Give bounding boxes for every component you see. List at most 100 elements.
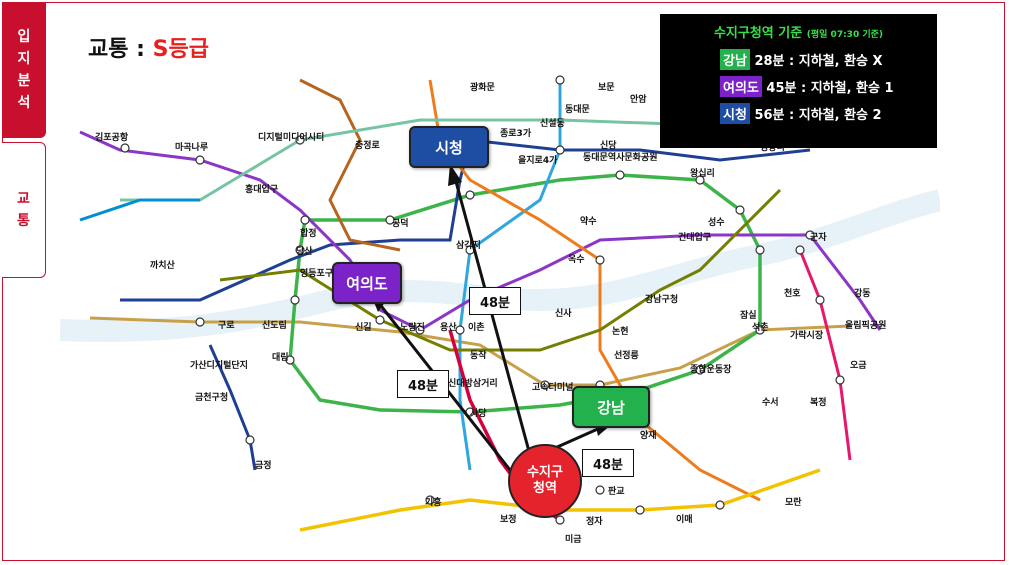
station-label: 보문	[598, 82, 615, 93]
station-label: 가락시장	[790, 329, 824, 341]
station-label: 동대문	[565, 103, 590, 115]
station-label: 잠실	[740, 309, 757, 321]
station-label: 신설동	[540, 117, 565, 129]
time-text: 48분	[407, 378, 439, 394]
station-label: 미금	[565, 533, 582, 544]
station-label: 당산	[296, 245, 313, 257]
dest-tag: 강남	[720, 49, 750, 70]
station-label: 선정릉	[614, 349, 639, 361]
station-label: 영등포구청	[300, 267, 341, 279]
cityhall-marker: 시청	[409, 126, 489, 168]
info-heading-text: 수지구청역 기준	[713, 26, 803, 41]
station-label: 천호	[784, 288, 801, 299]
station-label: 이매	[676, 513, 693, 525]
station-label: 수서	[762, 396, 779, 408]
station-label: 옥수	[568, 254, 585, 265]
station-label: 까치산	[150, 259, 176, 271]
info-text: 45분 : 지하철, 환승 1	[761, 81, 894, 96]
time-text: 48분	[592, 457, 624, 473]
station-label: 오금	[850, 360, 867, 371]
station-label: 신대방삼거리	[448, 377, 498, 389]
yeouido-marker: 여의도	[332, 262, 402, 304]
station-label: 광화문	[470, 81, 495, 93]
station-label: 안암	[630, 93, 647, 105]
time-label-gangnam: 48분	[582, 449, 634, 477]
origin-label-2: 청역	[533, 481, 557, 496]
station-label: 금천구청	[195, 391, 228, 403]
station-label: 고속터미널	[532, 381, 573, 393]
tab-char: 석	[17, 95, 31, 111]
info-row-cityhall: 시청 56분 : 지하철, 환승 2	[720, 103, 925, 124]
tab-char: 입	[17, 29, 31, 45]
info-row-yeouido: 여의도 45분 : 지하철, 환승 1	[720, 76, 925, 97]
time-label-cityhall: 48분	[469, 287, 521, 315]
station-label: 신도림	[262, 319, 287, 331]
grade-badge: S등급	[152, 37, 209, 62]
station-label: 구로	[218, 320, 235, 331]
station-label: 동작	[470, 350, 487, 361]
yeouido-label: 여의도	[346, 274, 388, 293]
station-label: 성수	[708, 216, 725, 228]
station-label: 왕십리	[690, 167, 715, 179]
cityhall-label: 시청	[435, 138, 463, 157]
station-label: 약수	[580, 215, 597, 227]
commute-info-box: 수지구청역 기준 (평일 07:30 기준) 강남 28분 : 지하철, 환승 …	[660, 14, 937, 148]
station-label: 논현	[612, 325, 629, 337]
origin-marker-suji-gu-office: 수지구 청역	[508, 444, 582, 518]
gangnam-label: 강남	[597, 398, 625, 417]
time-label-yeouido: 48분	[397, 370, 449, 398]
gangnam-marker: 강남	[572, 386, 650, 428]
station-label: 종로3가	[500, 127, 532, 139]
station-label: 판교	[608, 485, 625, 497]
station-label: 홍대입구	[245, 183, 278, 195]
tab-char: 분	[17, 73, 31, 89]
page-title: 교통 : S등급	[88, 31, 209, 63]
tab-transportation[interactable]: 교 통	[2, 142, 46, 278]
station-label: 종합운동장	[690, 363, 732, 375]
station-label: 복정	[810, 396, 827, 408]
station-label: 군자	[810, 231, 827, 243]
station-label: 대림	[272, 351, 289, 363]
station-label: 신사	[555, 307, 572, 319]
station-label: 기흥	[425, 496, 442, 508]
station-label: 정자	[586, 515, 603, 527]
station-label: 이촌	[468, 321, 485, 333]
station-label: 신당	[600, 139, 617, 151]
station-label: 강남구청	[645, 293, 678, 305]
station-label: 마곡나루	[175, 141, 208, 153]
station-label: 보정	[500, 513, 517, 525]
station-label: 양재	[640, 429, 657, 441]
info-heading-note: (평일 07:30 기준)	[806, 30, 884, 40]
station-label: 노량진	[400, 321, 425, 333]
station-label: 디지털미디어시티	[258, 131, 324, 143]
dest-tag: 시청	[720, 103, 750, 124]
station-label: 모란	[785, 496, 802, 508]
info-row-gangnam: 강남 28분 : 지하철, 환승 X	[720, 49, 925, 70]
station-label: 금정	[255, 459, 272, 471]
station-label: 가산디지털단지	[190, 359, 248, 371]
time-text: 48분	[479, 295, 511, 311]
info-text: 28분 : 지하철, 환승 X	[749, 54, 883, 69]
station-label: 충정로	[355, 139, 381, 151]
station-label: 신길	[355, 321, 372, 333]
station-label: 동대문역사문화공원	[583, 151, 658, 163]
station-label: 합정	[300, 227, 317, 239]
station-label: 사당	[470, 407, 487, 419]
tab-location-analysis[interactable]: 입 지 분 석	[2, 2, 46, 138]
origin-label-1: 수지구	[527, 465, 563, 480]
tab-char: 통	[17, 213, 30, 229]
station-label: 김포공항	[95, 131, 129, 143]
dest-tag: 여의도	[720, 76, 762, 97]
station-label: 석촌	[752, 321, 769, 333]
tab-char: 교	[17, 191, 30, 207]
tab-char: 지	[17, 51, 31, 67]
station-label: 을지로4가	[518, 154, 558, 166]
station-label: 건대입구	[678, 231, 711, 243]
station-label: 강동	[854, 287, 871, 299]
info-heading: 수지구청역 기준 (평일 07:30 기준)	[672, 22, 925, 41]
info-text: 56분 : 지하철, 환승 2	[749, 108, 882, 123]
station-label: 삼각지	[456, 239, 481, 251]
station-label: 공덕	[392, 218, 409, 229]
title-prefix: 교통 :	[88, 37, 153, 62]
